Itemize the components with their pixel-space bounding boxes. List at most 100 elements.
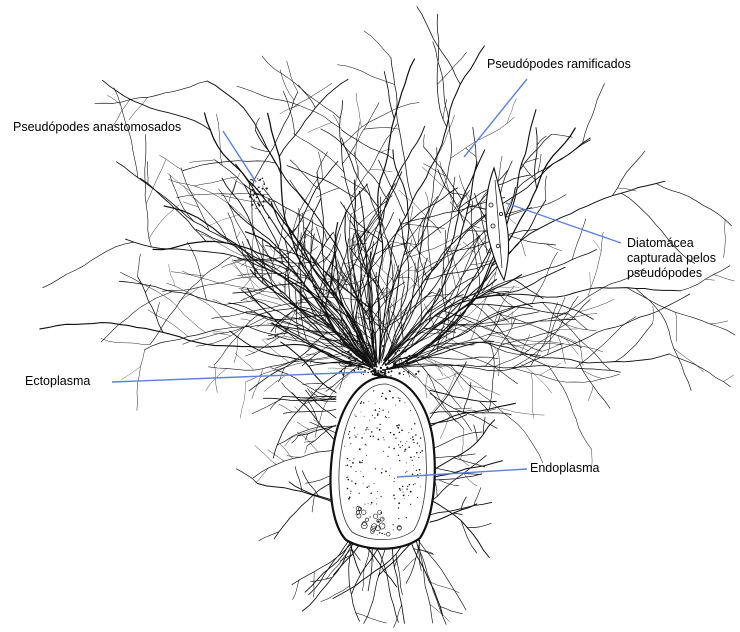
pseudopod-strand bbox=[325, 231, 327, 240]
ectoplasm-granule bbox=[382, 345, 384, 347]
anastomosis-granule bbox=[259, 179, 261, 181]
pseudopod-strand bbox=[305, 446, 308, 454]
endoplasm-granule bbox=[373, 435, 374, 436]
pseudopod-strand bbox=[532, 252, 557, 303]
pseudopod-strand bbox=[287, 456, 302, 458]
pseudopod-strand bbox=[167, 283, 233, 327]
ectoplasm-granule bbox=[406, 357, 408, 359]
pseudopod-strand bbox=[308, 123, 332, 133]
endoplasm-granule bbox=[401, 429, 403, 431]
ectoplasm-granule bbox=[371, 366, 373, 368]
pseudopod-strand bbox=[160, 155, 184, 170]
anastomosis-granule bbox=[250, 191, 252, 193]
endoplasm-granule bbox=[344, 446, 345, 447]
pseudopod-strand bbox=[402, 274, 405, 286]
pseudopod-strand bbox=[318, 152, 322, 179]
endoplasm-granule bbox=[384, 534, 385, 535]
pseudopod-strand bbox=[498, 349, 500, 376]
endoplasm-granule bbox=[414, 423, 416, 425]
endoplasm-granule bbox=[370, 436, 372, 438]
endoplasm-granule bbox=[350, 443, 351, 444]
endoplasm-granule bbox=[385, 416, 386, 417]
pseudopod-strand bbox=[280, 444, 293, 459]
endoplasm-granule bbox=[393, 529, 394, 530]
pseudopod-strand bbox=[437, 52, 466, 84]
ectoplasm-granule bbox=[372, 360, 374, 362]
pseudopod-strand bbox=[277, 426, 336, 445]
endoplasm-granule bbox=[355, 436, 357, 438]
endoplasm-granule bbox=[405, 443, 406, 444]
ectoplasm-granule bbox=[380, 370, 382, 372]
ectoplasm-granule bbox=[402, 362, 404, 364]
anastomosis-granule bbox=[257, 188, 259, 190]
pseudopod-strand bbox=[514, 280, 543, 299]
pseudopod-strand bbox=[435, 361, 443, 376]
anastomosis-granule bbox=[257, 203, 259, 205]
pseudopod-strand bbox=[95, 81, 207, 103]
endoplasm-granule bbox=[412, 460, 413, 461]
label-endoplasma: Endoplasma bbox=[530, 461, 600, 476]
endoplasm-granule bbox=[350, 491, 351, 492]
ectoplasm-granule bbox=[406, 361, 408, 363]
pseudopod-strand bbox=[183, 317, 267, 344]
pseudopod-strand bbox=[489, 344, 494, 410]
pseudopod-strand bbox=[391, 322, 394, 323]
endoplasm-granule bbox=[398, 507, 399, 508]
endoplasm-granule bbox=[369, 420, 370, 421]
ectoplasm-granule bbox=[343, 361, 344, 362]
pseudopod-strand bbox=[241, 319, 251, 321]
pseudopod-strand bbox=[216, 114, 222, 165]
pseudopod-strand bbox=[540, 363, 561, 375]
anastomosis-granule bbox=[249, 196, 251, 198]
pseudopod-strand bbox=[255, 130, 281, 174]
ectoplasm-granule bbox=[386, 367, 388, 369]
pseudopod-strand bbox=[252, 92, 298, 186]
endoplasm-granule bbox=[398, 397, 399, 398]
anastomosis-granule bbox=[268, 217, 270, 219]
endoplasm-granule bbox=[398, 502, 400, 504]
pseudopod-strand bbox=[283, 396, 336, 397]
pseudopod-strand bbox=[451, 365, 543, 463]
ectoplasm-granule bbox=[391, 370, 393, 372]
pseudopod-strand bbox=[101, 338, 150, 344]
ectoplasm-granule bbox=[360, 347, 361, 348]
endoplasm-granule bbox=[368, 429, 369, 430]
pseudopod-strand bbox=[240, 382, 246, 418]
pseudopod-strand bbox=[314, 572, 315, 597]
diatom-illustration bbox=[486, 168, 509, 280]
endoplasm-granule bbox=[368, 401, 369, 402]
pseudopod-strand bbox=[221, 195, 275, 202]
pseudopod-strand bbox=[431, 241, 485, 327]
pseudopod-strand bbox=[474, 425, 477, 442]
pseudopod-strand bbox=[538, 154, 541, 172]
pseudopod-strand bbox=[247, 349, 255, 352]
pseudopod-strand bbox=[590, 272, 591, 287]
endoplasm-granule bbox=[408, 432, 409, 433]
pseudopod-strand bbox=[454, 458, 485, 467]
pseudopod-strand bbox=[107, 95, 120, 105]
endoplasm-granule bbox=[364, 416, 365, 417]
ectoplasm-granule bbox=[360, 369, 361, 370]
ectoplasm-granule bbox=[376, 366, 378, 368]
pseudopod-strand bbox=[440, 414, 450, 439]
ectoplasm-granule bbox=[367, 372, 369, 374]
endoplasm-granule bbox=[420, 437, 421, 438]
anastomosis-granule bbox=[263, 184, 265, 186]
anastomosis-granule bbox=[266, 187, 268, 189]
pseudopod-strand bbox=[328, 368, 353, 369]
pseudopod-strand bbox=[394, 264, 395, 276]
ectoplasm-granule bbox=[388, 363, 390, 365]
pseudopod-strand bbox=[196, 326, 246, 347]
endoplasm-granule bbox=[355, 483, 357, 485]
pseudopod-strand bbox=[339, 363, 342, 366]
pseudopod-strand bbox=[430, 500, 489, 558]
pseudopod-strand bbox=[520, 239, 526, 256]
endoplasm-granule bbox=[402, 486, 404, 488]
endoplasm-granule bbox=[395, 437, 396, 438]
ectoplasm-granule bbox=[385, 371, 387, 373]
anastomosis-granule bbox=[263, 181, 264, 182]
endoplasm-granule bbox=[399, 398, 400, 399]
pseudopod-strand bbox=[282, 383, 300, 401]
pseudopod-strand bbox=[588, 386, 593, 401]
pseudopod-strand bbox=[669, 354, 730, 387]
